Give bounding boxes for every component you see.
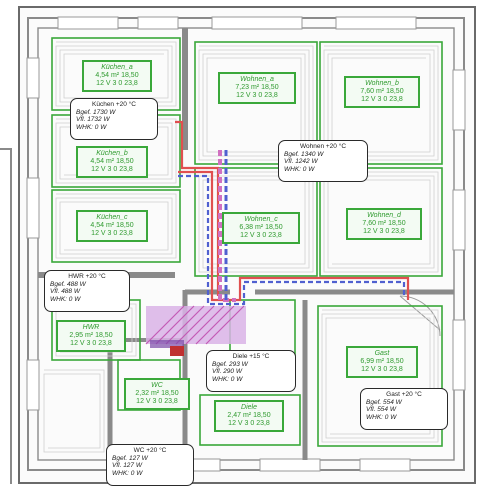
zone-flow: 12 V 3 0 23,8 bbox=[240, 232, 282, 239]
room-vfl: Vfl. 488 W bbox=[50, 288, 80, 295]
zone-area: 7,23 m² 18,50 bbox=[235, 84, 279, 91]
zone-name: Diele bbox=[241, 404, 257, 411]
zone-area: 6,99 m² 18,50 bbox=[360, 358, 404, 365]
room-bgef: Bgef. 127 W bbox=[112, 454, 148, 462]
zone-flow: 12 V 3 0 23,8 bbox=[361, 366, 403, 373]
room-whk: WHK: 0 W bbox=[50, 295, 81, 303]
room-whk: WHK: 0 W bbox=[212, 375, 243, 383]
room-bgef: Bgef. 554 W bbox=[366, 398, 402, 406]
zone-area: 4,54 m² 18,50 bbox=[95, 72, 139, 79]
zone-area: 4,54 m² 18,50 bbox=[90, 222, 134, 229]
room-tag-wc: WC +20 °C Bgef. 127 W Vfl. 127 W WHK: 0 … bbox=[106, 444, 194, 486]
zone-flow: 12 V 3 0 23,8 bbox=[236, 92, 278, 99]
zone-area: 6,38 m² 18,50 bbox=[239, 224, 283, 231]
room-tag-kuechen: Küchen +20 °C Bgef. 1730 W Vfl. 1732 W W… bbox=[70, 98, 158, 140]
zone-name: HWR bbox=[82, 324, 100, 331]
room-vfl: Vfl. 127 W bbox=[112, 462, 142, 469]
room-whk: WHK: 0 W bbox=[284, 165, 315, 173]
manifold-bundle bbox=[145, 305, 246, 356]
room-tag-diele: Diele +15 °C Bgef. 293 W Vfl. 290 W WHK:… bbox=[206, 350, 296, 392]
room-title: HWR +20 °C bbox=[68, 273, 106, 280]
zone-label-hwr: HWR 2,95 m² 18,50 12 V 3 0 23,8 bbox=[56, 320, 126, 352]
room-bgef: Bgef. 488 W bbox=[50, 280, 86, 288]
zone-area: 4,54 m² 18,50 bbox=[90, 158, 134, 165]
room-title: Küchen +20 °C bbox=[92, 101, 136, 108]
zone-area: 7,60 m² 18,50 bbox=[362, 220, 406, 227]
zone-name: Küchen_a bbox=[101, 64, 133, 71]
zone-area: 2,32 m² 18,50 bbox=[135, 390, 179, 397]
zone-label-diele: Diele 2,47 m² 18,50 12 V 3 0 23,8 bbox=[214, 400, 284, 432]
room-vfl: Vfl. 1242 W bbox=[284, 158, 318, 165]
zone-name: Wohnen_d bbox=[367, 212, 401, 219]
room-vfl: Vfl. 554 W bbox=[366, 406, 396, 413]
zone-label-wohnen-b: Wohnen_b 7,60 m² 18,50 12 V 3 0 23,8 bbox=[344, 76, 420, 108]
zone-flow: 12 V 3 0 23,8 bbox=[91, 166, 133, 173]
room-title: Gast +20 °C bbox=[386, 391, 422, 398]
zone-label-kuechen-b: Küchen_b 4,54 m² 18,50 12 V 3 0 23,8 bbox=[76, 146, 148, 178]
zone-label-kuechen-a: Küchen_a 4,54 m² 18,50 12 V 3 0 23,8 bbox=[82, 60, 152, 92]
zone-area: 2,95 m² 18,50 bbox=[69, 332, 113, 339]
room-title: Diele +15 °C bbox=[232, 353, 270, 360]
zone-name: Wohnen_c bbox=[244, 216, 278, 223]
room-bgef: Bgef. 1730 W bbox=[76, 108, 116, 116]
zone-flow: 12 V 3 0 23,8 bbox=[228, 420, 270, 427]
zone-flow: 12 V 3 0 23,8 bbox=[361, 96, 403, 103]
adjacent-window-edge bbox=[0, 148, 12, 484]
room-vfl: Vfl. 1732 W bbox=[76, 116, 110, 123]
zone-area: 2,47 m² 18,50 bbox=[227, 412, 271, 419]
zone-area: 7,60 m² 18,50 bbox=[360, 88, 404, 95]
zone-flow: 12 V 3 0 23,8 bbox=[70, 340, 112, 347]
zone-name: Wohnen_a bbox=[240, 76, 274, 83]
zone-label-wc: WC 2,32 m² 18,50 12 V 3 0 23,8 bbox=[124, 378, 190, 410]
zone-flow: 12 V 3 0 23,8 bbox=[96, 80, 138, 87]
zone-label-gast: Gast 6,99 m² 18,50 12 V 3 0 23,8 bbox=[346, 346, 418, 378]
room-whk: WHK: 0 W bbox=[112, 469, 143, 477]
zone-name: Wohnen_b bbox=[365, 80, 399, 87]
zone-flow: 12 V 3 0 23,8 bbox=[136, 398, 178, 405]
zone-name: Küchen_b bbox=[96, 150, 128, 157]
room-bgef: Bgef. 1340 W bbox=[284, 150, 324, 158]
room-whk: WHK: 0 W bbox=[366, 413, 397, 421]
room-bgef: Bgef. 293 W bbox=[212, 360, 248, 368]
zone-name: Gast bbox=[374, 350, 390, 357]
zone-flow: 12 V 3 0 23,8 bbox=[363, 228, 405, 235]
zone-label-wohnen-c: Wohnen_c 6,38 m² 18,50 12 V 3 0 23,8 bbox=[222, 212, 300, 244]
room-tag-gast: Gast +20 °C Bgef. 554 W Vfl. 554 W WHK: … bbox=[360, 388, 448, 430]
zone-label-wohnen-a: Wohnen_a 7,23 m² 18,50 12 V 3 0 23,8 bbox=[218, 72, 296, 104]
room-tag-hwr: HWR +20 °C Bgef. 488 W Vfl. 488 W WHK: 0… bbox=[44, 270, 130, 312]
zone-name: WC bbox=[151, 382, 163, 389]
zone-name: Küchen_c bbox=[96, 214, 128, 221]
zone-label-wohnen-d: Wohnen_d 7,60 m² 18,50 12 V 3 0 23,8 bbox=[346, 208, 422, 240]
room-tag-wohnen: Wohnen +20 °C Bgef. 1340 W Vfl. 1242 W W… bbox=[278, 140, 368, 182]
zone-flow: 12 V 3 0 23,8 bbox=[91, 230, 133, 237]
room-title: WC +20 °C bbox=[133, 447, 167, 454]
room-title: Wohnen +20 °C bbox=[299, 143, 347, 150]
room-vfl: Vfl. 290 W bbox=[212, 368, 242, 375]
room-whk: WHK: 0 W bbox=[76, 123, 107, 131]
zone-label-kuechen-c: Küchen_c 4,54 m² 18,50 12 V 3 0 23,8 bbox=[76, 210, 148, 242]
